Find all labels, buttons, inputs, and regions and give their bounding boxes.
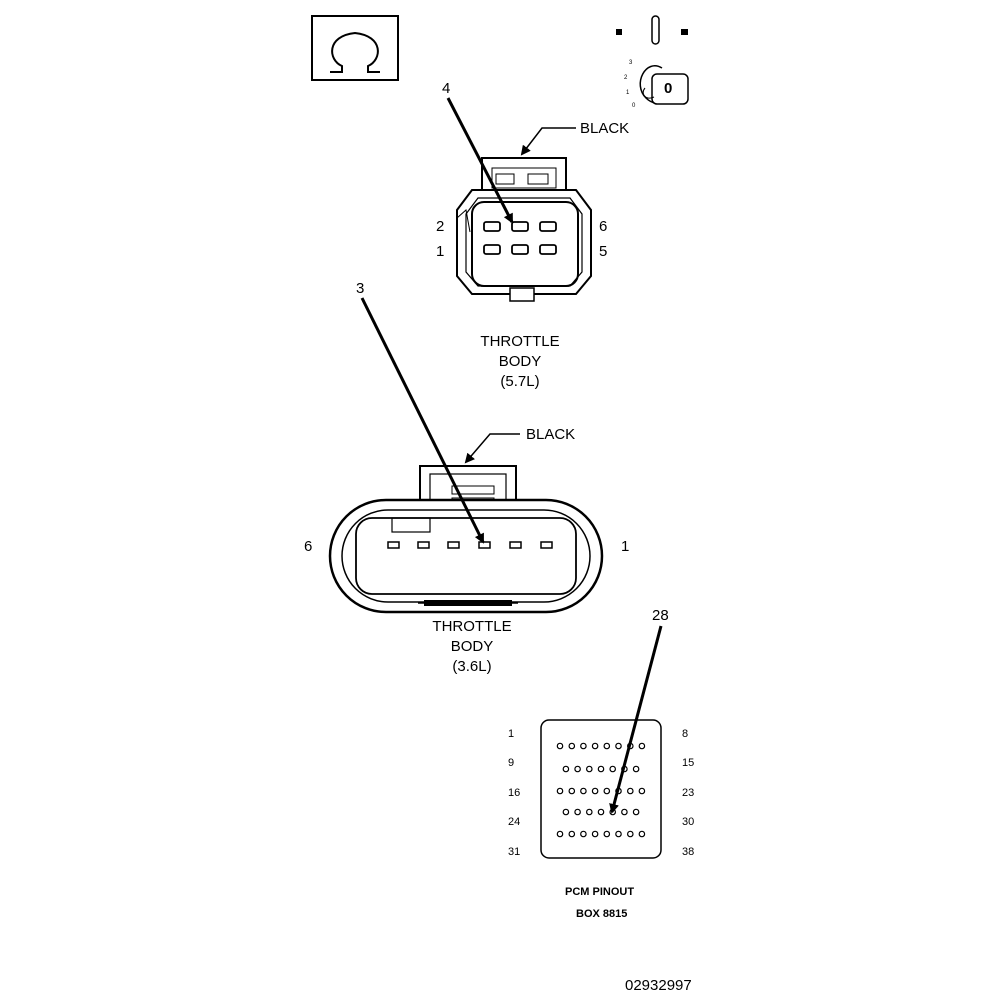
connector-throttle-body-3-6l bbox=[328, 465, 604, 614]
pcm-pin-30 bbox=[632, 808, 640, 816]
pcm-pin-10 bbox=[574, 765, 581, 773]
c1-caption-line-2: BODY bbox=[498, 353, 542, 370]
pcm-caption-line-2: BOX 8815 bbox=[576, 908, 628, 920]
ignition-key-icon bbox=[616, 15, 689, 105]
pcm-pin-24 bbox=[562, 808, 570, 816]
connector-throttle-body-5-7l bbox=[456, 157, 592, 302]
pcm-pin-16 bbox=[556, 787, 564, 795]
pcm-pin-26 bbox=[585, 808, 593, 816]
callout-28-arrow bbox=[609, 625, 663, 814]
c2-caption-line-3: (3.6L) bbox=[452, 658, 492, 675]
c2-caption-line-1: THROTTLE bbox=[432, 618, 512, 635]
ignition-key-label: 0 bbox=[664, 80, 673, 97]
pcm-pin-32 bbox=[568, 830, 576, 838]
ignition-pos-3: 3 bbox=[629, 60, 633, 66]
pcm-pin-5 bbox=[603, 742, 611, 750]
pcm-pin-17 bbox=[568, 787, 576, 795]
callout-4-label: 4 bbox=[442, 80, 451, 97]
callout-3-label: 3 bbox=[356, 280, 365, 297]
pcm-pin-12 bbox=[597, 765, 605, 773]
c2-pin-1-label: 1 bbox=[621, 538, 630, 555]
pcm-pin-22 bbox=[626, 787, 634, 795]
pcm-pin-38 bbox=[638, 830, 646, 838]
pcm-pin-4 bbox=[591, 742, 599, 750]
pcm-pin-13 bbox=[609, 765, 617, 773]
pcm-pin-11 bbox=[585, 765, 593, 773]
pcm-pin-23 bbox=[638, 787, 646, 795]
c2-caption-line-2: BODY bbox=[450, 638, 494, 655]
pcm-caption-line-1: PCM PINOUT bbox=[565, 886, 635, 898]
pcm-pin-8 bbox=[638, 742, 646, 750]
pcm-row-4-end: 30 bbox=[682, 816, 695, 828]
pcm-pin-25 bbox=[574, 808, 581, 816]
c1-caption-line-1: THROTTLE bbox=[480, 333, 560, 350]
pcm-pin-18 bbox=[580, 787, 587, 795]
pcm-pin-6 bbox=[615, 742, 622, 750]
connector-2-color-label: BLACK bbox=[526, 426, 576, 443]
pcm-pin-19 bbox=[591, 787, 599, 795]
ignition-pos-0: 0 bbox=[632, 103, 636, 109]
callout-4-arrow bbox=[446, 97, 514, 224]
pcm-pin-27 bbox=[597, 808, 605, 816]
pcm-pin-31 bbox=[556, 830, 564, 838]
pcm-pin-29 bbox=[621, 808, 628, 816]
pcm-pin-2 bbox=[568, 742, 576, 750]
pcm-pin-33 bbox=[580, 830, 587, 838]
pcm-pin-37 bbox=[626, 830, 634, 838]
pcm-connector bbox=[540, 719, 662, 859]
black-leader-2 bbox=[464, 433, 520, 464]
omega-icon bbox=[311, 15, 399, 81]
pcm-pin-36 bbox=[615, 830, 622, 838]
pcm-row-2-start: 9 bbox=[508, 757, 515, 769]
connector-2-caption: THROTTLE BODY (3.6L) bbox=[412, 617, 532, 677]
pcm-pin-20 bbox=[603, 787, 611, 795]
figure-id: 02932997 bbox=[625, 977, 692, 994]
pcm-row-5-start: 31 bbox=[508, 846, 521, 858]
pcm-pin-1 bbox=[556, 742, 564, 750]
pcm-row-5-end: 38 bbox=[682, 846, 695, 858]
callout-28-label: 28 bbox=[652, 607, 669, 624]
c1-pin-2-label: 2 bbox=[436, 218, 445, 235]
ignition-pos-2: 2 bbox=[624, 75, 628, 81]
pcm-row-3-end: 23 bbox=[682, 787, 695, 799]
pcm-pin-35 bbox=[603, 830, 611, 838]
c2-pin-6-label: 6 bbox=[304, 538, 313, 555]
c1-pin-5-label: 5 bbox=[599, 243, 608, 260]
c1-caption-line-3: (5.7L) bbox=[500, 373, 540, 390]
pcm-pin-15 bbox=[632, 765, 640, 773]
pcm-pin-9 bbox=[562, 765, 570, 773]
connector-1-color-label: BLACK bbox=[580, 120, 630, 137]
c1-pin-6-label: 6 bbox=[599, 218, 608, 235]
pcm-row-1-start: 1 bbox=[508, 728, 515, 740]
pcm-row-4-start: 24 bbox=[508, 816, 521, 828]
ignition-pos-1: 1 bbox=[626, 90, 630, 96]
pcm-pin-34 bbox=[591, 830, 599, 838]
pcm-row-3-start: 16 bbox=[508, 787, 521, 799]
pcm-row-2-end: 15 bbox=[682, 757, 695, 769]
pcm-row-1-end: 8 bbox=[682, 728, 689, 740]
connector-1-caption: THROTTLE BODY (5.7L) bbox=[460, 332, 580, 392]
black-leader-1 bbox=[520, 127, 576, 156]
c1-pin-1-label: 1 bbox=[436, 243, 445, 260]
pcm-pin-3 bbox=[580, 742, 587, 750]
callout-3-arrow bbox=[360, 297, 485, 544]
